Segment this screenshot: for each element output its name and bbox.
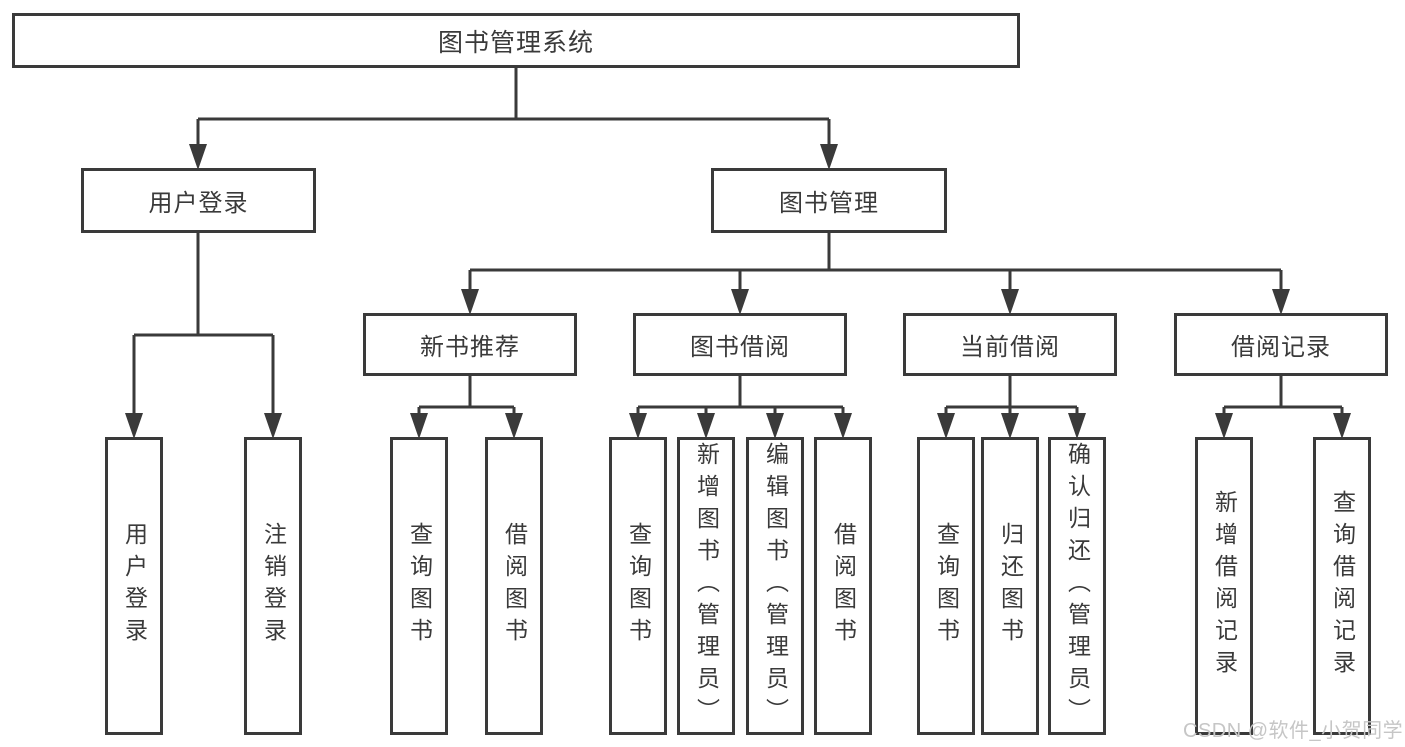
node-add-borrow-record-label: 新增借阅记录: [1211, 490, 1238, 682]
node-new-book-recommendation-label: 新书推荐: [420, 334, 520, 361]
node-query-books-borrow-label: 查询图书: [625, 522, 652, 650]
arrowheads: [125, 144, 1351, 439]
node-user-login-branch: 用户登录: [81, 168, 316, 233]
node-new-book-recommendation: 新书推荐: [363, 313, 577, 376]
node-borrow-books-leaf-label: 借阅图书: [830, 522, 857, 650]
connector-stems: [132, 68, 1344, 414]
node-return-books: 归还图书: [981, 437, 1039, 735]
node-book-borrowing: 图书借阅: [633, 313, 847, 376]
node-return-books-label: 归还图书: [997, 522, 1024, 650]
node-edit-books-admin-label: 编辑图书（管理员）: [762, 442, 789, 730]
node-add-borrow-record: 新增借阅记录: [1195, 437, 1253, 735]
node-query-borrow-record: 查询借阅记录: [1313, 437, 1371, 735]
node-current-borrowing-label: 当前借阅: [960, 334, 1060, 361]
node-library-system-label: 图书管理系统: [437, 28, 594, 57]
node-query-borrow-record-label: 查询借阅记录: [1329, 490, 1356, 682]
node-add-books-admin: 新增图书（管理员）: [677, 437, 735, 735]
node-book-borrowing-label: 图书借阅: [690, 334, 790, 361]
node-borrow-books-recommend: 借阅图书: [485, 437, 543, 735]
node-user-login-branch-label: 用户登录: [148, 190, 249, 217]
node-borrowing-records: 借阅记录: [1174, 313, 1388, 376]
node-edit-books-admin: 编辑图书（管理员）: [746, 437, 804, 735]
node-query-books-recommend: 查询图书: [390, 437, 448, 735]
node-query-books-recommend-label: 查询图书: [406, 522, 433, 650]
node-library-system: 图书管理系统: [12, 13, 1020, 68]
node-query-books-borrow: 查询图书: [609, 437, 667, 735]
node-logout-leaf-label: 注销登录: [260, 522, 287, 650]
node-logout-leaf: 注销登录: [244, 437, 302, 735]
watermark: CSDN @软件_小贺同学: [1183, 720, 1404, 742]
node-book-management-branch-label: 图书管理: [779, 190, 879, 217]
node-user-login-leaf-label: 用户登录: [121, 522, 148, 650]
node-confirm-return-admin: 确认归还（管理员）: [1048, 437, 1106, 735]
node-borrow-books-leaf: 借阅图书: [814, 437, 872, 735]
node-current-borrowing: 当前借阅: [903, 313, 1117, 376]
node-user-login-leaf: 用户登录: [105, 437, 163, 735]
node-confirm-return-admin-label: 确认归还（管理员）: [1064, 442, 1091, 730]
node-borrow-books-recommend-label: 借阅图书: [501, 522, 528, 650]
node-add-books-admin-label: 新增图书（管理员）: [693, 442, 720, 730]
node-query-books-current-label: 查询图书: [933, 522, 960, 650]
node-book-management-branch: 图书管理: [711, 168, 947, 233]
node-borrowing-records-label: 借阅记录: [1231, 334, 1331, 361]
node-query-books-current: 查询图书: [917, 437, 975, 735]
